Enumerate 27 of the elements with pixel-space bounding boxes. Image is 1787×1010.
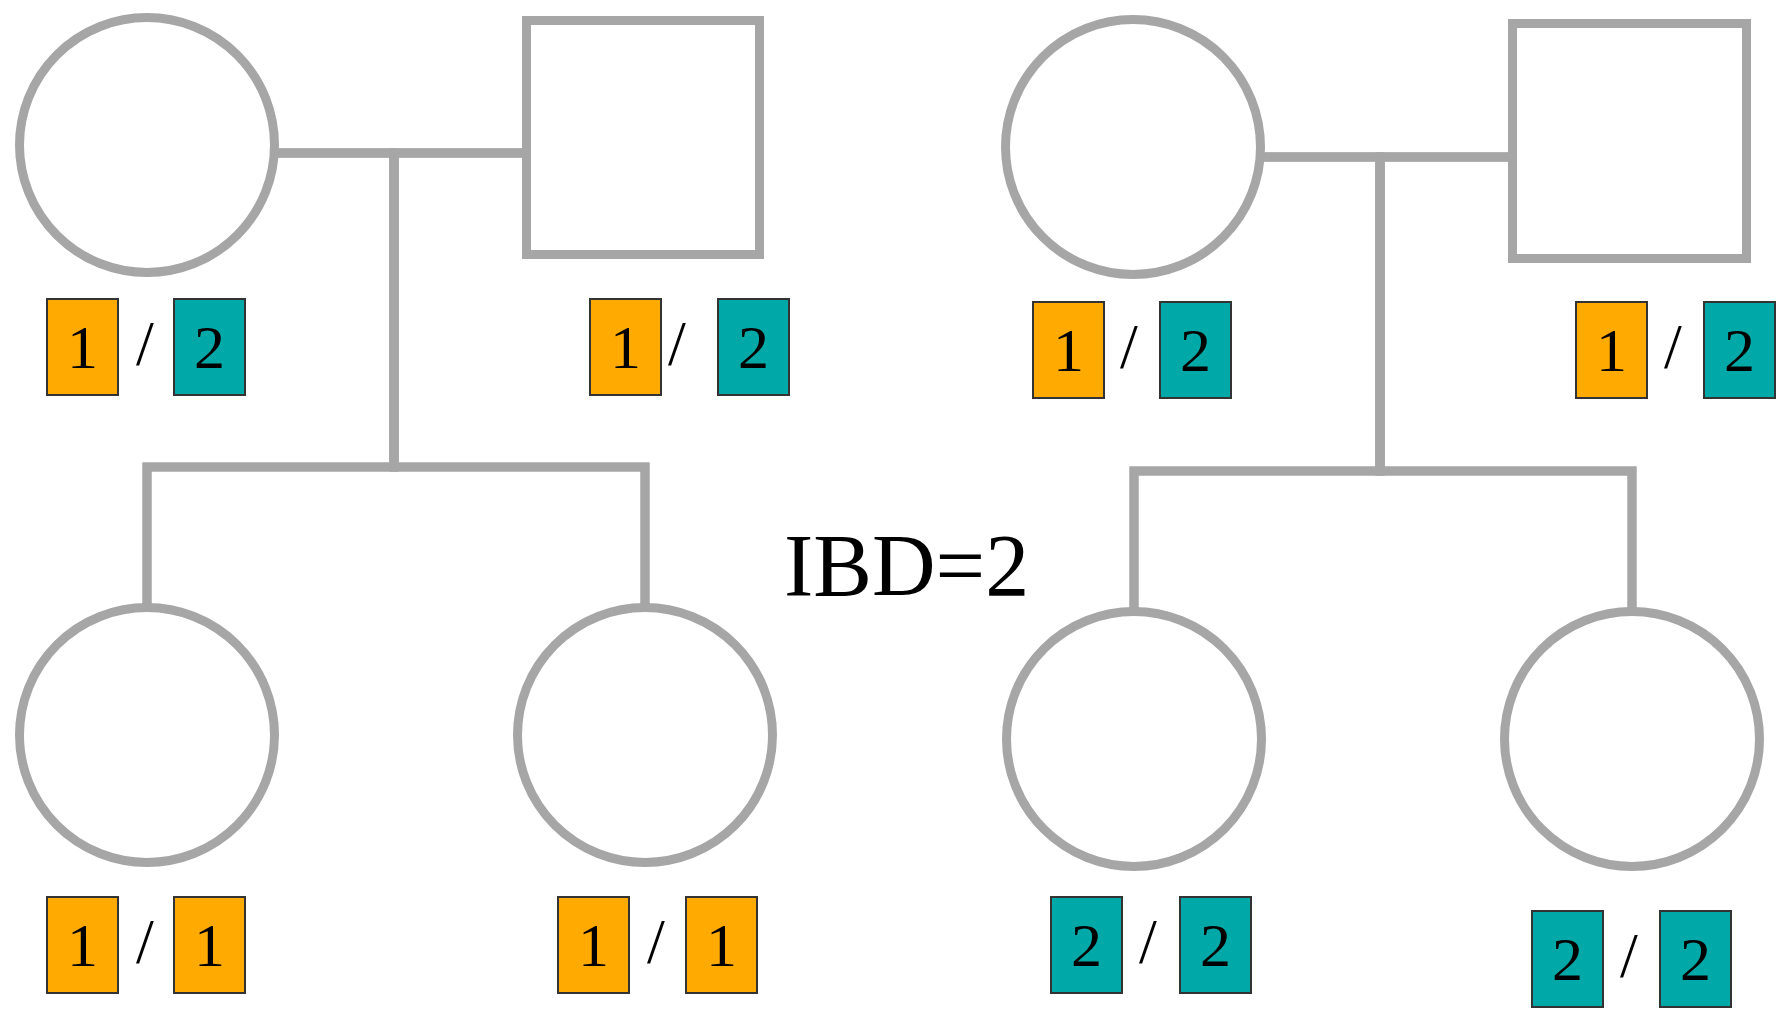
slash: / — [1620, 924, 1638, 988]
allele-box: 1 — [685, 896, 758, 994]
allele-box: 2 — [1159, 301, 1232, 399]
allele-box: 2 — [1531, 910, 1604, 1008]
ibd-label: IBD=2 — [784, 522, 1030, 610]
male-square — [1508, 19, 1751, 263]
allele-box: 2 — [1659, 910, 1732, 1008]
male-square — [522, 16, 764, 259]
slash: / — [136, 312, 154, 376]
slash: / — [136, 910, 154, 974]
allele-box: 1 — [1032, 301, 1105, 399]
allele-box: 2 — [1050, 896, 1123, 994]
allele-box: 1 — [557, 896, 630, 994]
allele-box: 2 — [1179, 896, 1252, 994]
slash: / — [668, 312, 686, 376]
allele-box: 1 — [589, 298, 662, 396]
allele-box: 2 — [1703, 301, 1776, 399]
slash: / — [1120, 315, 1138, 379]
slash: / — [1664, 315, 1682, 379]
allele-box: 1 — [46, 298, 119, 396]
allele-box: 1 — [1575, 301, 1648, 399]
allele-box: 1 — [173, 896, 246, 994]
allele-box: 1 — [46, 896, 119, 994]
slash: / — [647, 910, 665, 974]
allele-box: 2 — [173, 298, 246, 396]
allele-box: 2 — [717, 298, 790, 396]
slash: / — [1139, 910, 1157, 974]
